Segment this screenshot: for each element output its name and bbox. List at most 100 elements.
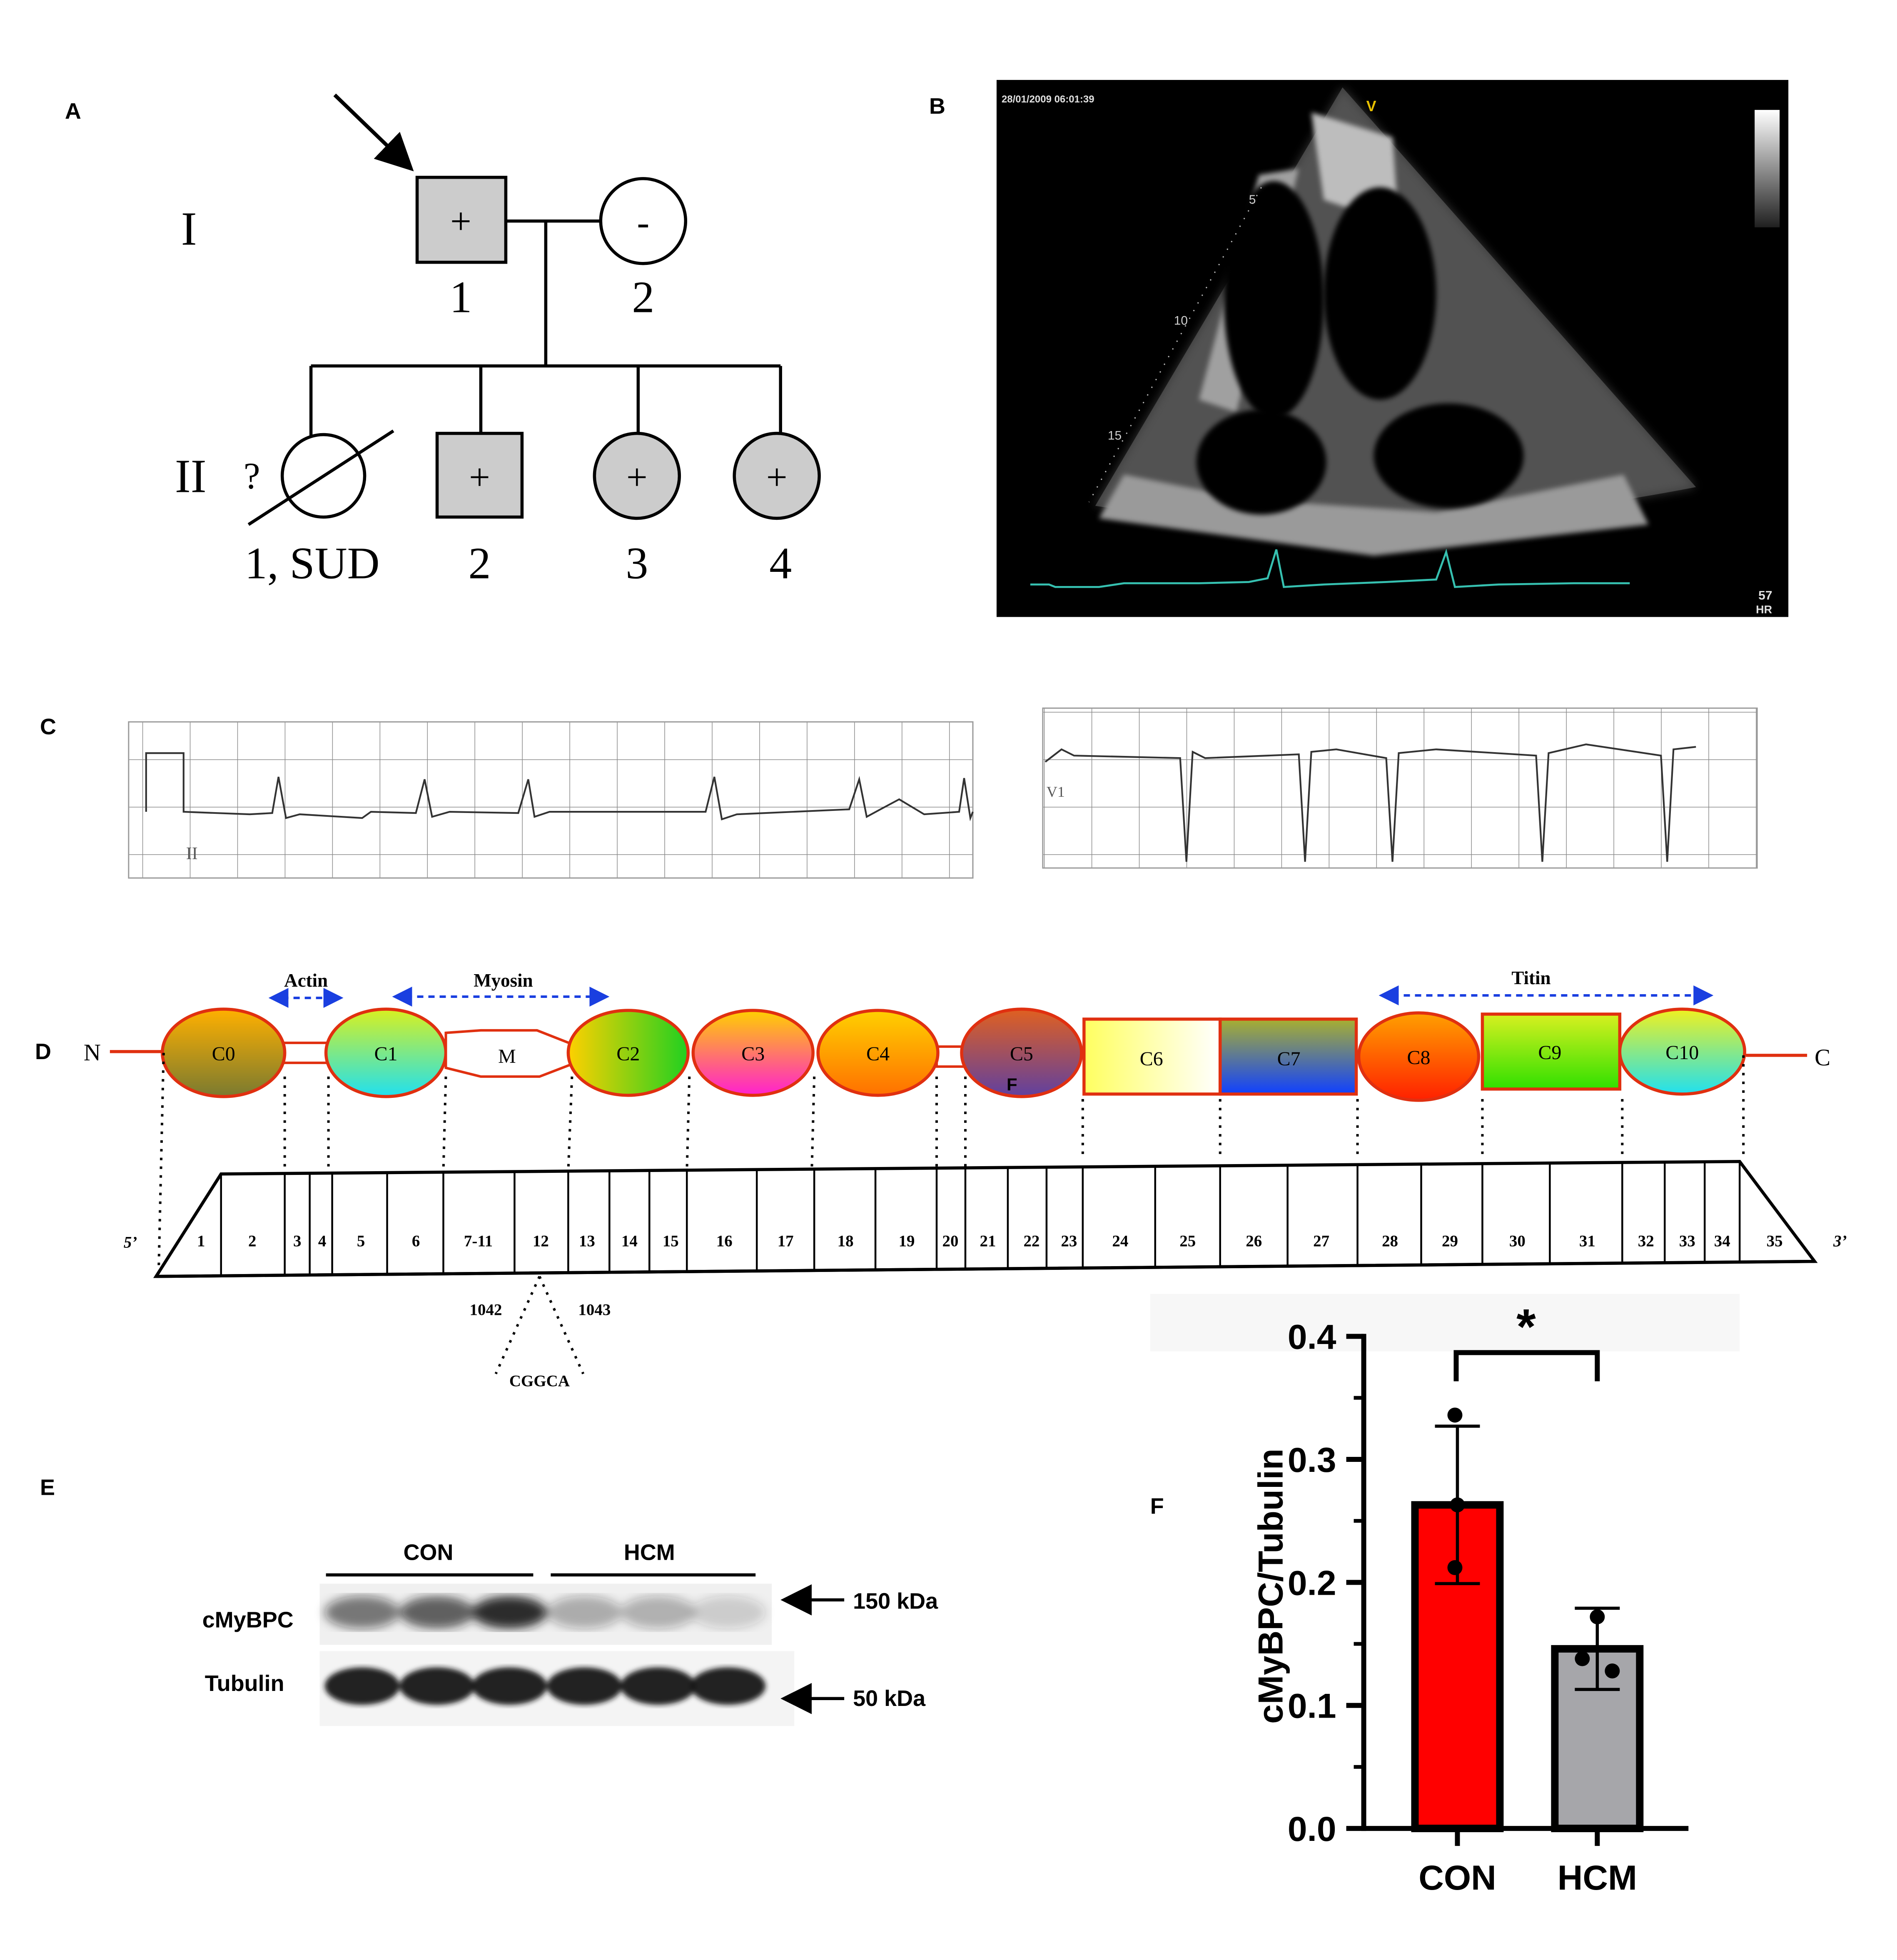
- ecg-lead-v1-trace: [1044, 743, 1696, 862]
- ecg-lead-label: V1: [1047, 783, 1065, 800]
- actin-label: Actin: [284, 970, 328, 991]
- panel-label-c: C: [40, 714, 56, 739]
- exon-label: 22: [1023, 1232, 1039, 1250]
- ecg-lead-label: II: [186, 844, 198, 863]
- exon-label: 1: [197, 1232, 205, 1250]
- individual-number: 4: [769, 539, 792, 588]
- blot-band: [399, 1667, 475, 1705]
- exon-label: 25: [1179, 1232, 1196, 1250]
- domain-label: C4: [866, 1043, 890, 1065]
- carrier-symbol: +: [766, 456, 788, 498]
- carrier-symbol: +: [450, 201, 471, 242]
- probe-marker: V: [1366, 97, 1376, 115]
- exon-label: 13: [579, 1232, 595, 1250]
- domain-label: C10: [1665, 1042, 1699, 1064]
- y-tick-label: 0.1: [1288, 1686, 1336, 1726]
- ecg-trace: [1030, 549, 1630, 588]
- exon-label: 17: [778, 1232, 794, 1250]
- five-prime-label: 5’: [124, 1234, 137, 1252]
- depth-label-15: 15: [1108, 429, 1122, 443]
- pedigree-male-affected: [415, 176, 508, 264]
- myosin-label: Myosin: [474, 970, 533, 991]
- blot-band: [547, 1667, 622, 1705]
- exon-label: 12: [533, 1232, 549, 1250]
- individual-number: 1, SUD: [245, 539, 380, 588]
- heart-rate-unit: HR: [1756, 603, 1772, 616]
- insertion-line-left: [494, 1276, 541, 1374]
- carrier-symbol: +: [469, 456, 490, 498]
- blot-band: [621, 1596, 696, 1629]
- blot-band: [472, 1596, 547, 1629]
- y-tick-label: 0.3: [1288, 1440, 1336, 1479]
- data-point: [1447, 1407, 1463, 1423]
- y-tick-label: 0.2: [1288, 1563, 1336, 1602]
- domain-exon-mapping: [157, 1052, 1745, 1274]
- exon-label: 35: [1767, 1232, 1783, 1250]
- blot-band: [621, 1667, 696, 1705]
- marker-50-kda: 50 kDa: [853, 1686, 926, 1711]
- exon-label: 5: [357, 1232, 365, 1250]
- insertion-line-right: [538, 1276, 585, 1374]
- insertion-sequence: CGGCA: [509, 1372, 570, 1390]
- ecg-panel: C II V1: [40, 707, 1758, 879]
- exon-bottom: [156, 1259, 1815, 1278]
- c-terminus-label: C: [1815, 1045, 1830, 1071]
- linker: [282, 1041, 330, 1064]
- row-label-cmybpc: cMyBPC: [202, 1607, 294, 1632]
- blot-band: [399, 1596, 475, 1629]
- echo-timestamp: 28/01/2009 06:01:39: [1002, 94, 1094, 105]
- significance-bracket: [1453, 1350, 1600, 1381]
- grayscale-bar: [1755, 110, 1780, 227]
- y-axis-label: cMyBPC/Tubulin: [1251, 1449, 1290, 1724]
- y-tick-label: 0.0: [1288, 1809, 1336, 1848]
- panel-label-e: E: [40, 1475, 55, 1500]
- pedigree-female-affected: [733, 431, 821, 520]
- pedigree-male-affected: [435, 431, 524, 519]
- exon-label: 18: [838, 1232, 854, 1250]
- row-label-tubulin: Tubulin: [205, 1671, 284, 1696]
- carrier-symbol: +: [626, 456, 648, 498]
- x-tick-label: HCM: [1558, 1858, 1637, 1897]
- domain-c6: [1082, 1017, 1222, 1096]
- domain-c7: [1218, 1017, 1358, 1096]
- blot-band: [324, 1596, 400, 1629]
- blot-band: [690, 1667, 766, 1705]
- right-atrium: [1374, 403, 1524, 509]
- ecg-grid-left: [128, 721, 974, 879]
- domain-c3: [691, 1009, 815, 1097]
- western-blot-panel: E CON HCM cMyBPC Tubulin 150 kDa 50 kDa: [40, 1475, 938, 1726]
- exon-label: 15: [663, 1232, 679, 1250]
- exon-label: 28: [1382, 1232, 1398, 1250]
- domain-label: M: [498, 1045, 516, 1067]
- domain-label: C3: [741, 1043, 765, 1065]
- panel-label-b: B: [929, 94, 945, 119]
- blot-band: [324, 1667, 400, 1705]
- panel-label-f: F: [1150, 1494, 1164, 1519]
- domain-label: C5: [1010, 1043, 1033, 1065]
- exon-label: 33: [1679, 1232, 1695, 1250]
- individual-number: 2: [632, 273, 654, 322]
- x-tick-label: CON: [1418, 1858, 1496, 1897]
- domain-c8: [1357, 1011, 1481, 1102]
- generation-label-i: I: [181, 202, 197, 255]
- unknown-status: ?: [244, 455, 260, 496]
- group-label-con: CON: [404, 1540, 454, 1565]
- protein-domain-panel: D N C Actin Myosin Titin C0 C1 M C2 C3 C…: [35, 968, 1847, 1390]
- data-point: [1575, 1651, 1590, 1666]
- exon-label: 19: [899, 1232, 915, 1250]
- exon-label: 26: [1246, 1232, 1262, 1250]
- domain-c2: [566, 1009, 690, 1097]
- linker: [935, 1045, 965, 1068]
- depth-label-10: 10: [1174, 314, 1188, 328]
- exon-label: 16: [716, 1232, 733, 1250]
- three-prime-label: 3’: [1833, 1232, 1847, 1250]
- mutation-position-left: 1042: [470, 1301, 502, 1319]
- pedigree-female-affected: [593, 431, 681, 520]
- exon-label: 2: [248, 1232, 256, 1250]
- domain-c4: [816, 1009, 940, 1097]
